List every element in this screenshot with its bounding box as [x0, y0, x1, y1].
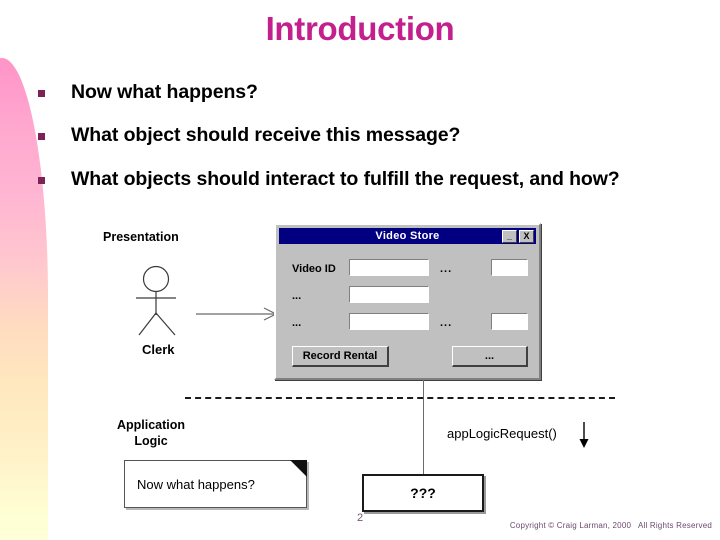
- downward-arrow-icon: [579, 422, 589, 448]
- square-bullet-icon: [38, 90, 45, 97]
- note-text: Now what happens?: [137, 477, 255, 492]
- row3-ellipsis-label: ...: [440, 317, 453, 329]
- row2-input[interactable]: [349, 286, 429, 303]
- video-id-input[interactable]: [349, 259, 429, 276]
- layer-divider-dashed-line: [185, 397, 615, 399]
- minimize-button[interactable]: _: [502, 229, 517, 243]
- row1-ellipsis-label: ...: [440, 263, 453, 275]
- window-title-bar[interactable]: Video Store _ X: [279, 228, 536, 244]
- actor-to-window-arrow-icon: [196, 307, 278, 321]
- square-bullet-icon: [38, 133, 45, 140]
- field-label-row2: ...: [292, 290, 302, 302]
- note-folded-corner-icon: [290, 460, 307, 477]
- row3-input[interactable]: [349, 313, 429, 330]
- bullet-item: What objects should interact to fulfill …: [38, 167, 698, 193]
- bullet-text: What objects should interact to fulfill …: [71, 168, 620, 190]
- actor-stick-figure-icon: [136, 265, 176, 336]
- square-bullet-icon: [38, 177, 45, 184]
- bullet-text: What object should receive this message?: [71, 124, 461, 146]
- close-button[interactable]: X: [519, 229, 534, 243]
- page-title: Introduction: [265, 10, 455, 47]
- note-box: Now what happens?: [124, 460, 307, 508]
- record-rental-button[interactable]: Record Rental: [292, 346, 389, 367]
- window-title: Video Store: [375, 230, 440, 242]
- copyright-notice: Copyright © Craig Larman, 2000 All Right…: [509, 521, 712, 530]
- page-number: 2: [356, 512, 364, 524]
- bullet-item: What object should receive this message?: [38, 123, 698, 149]
- row1-small-input[interactable]: [491, 259, 528, 276]
- field-label-row3: ...: [292, 317, 302, 329]
- bullet-text: Now what happens?: [71, 81, 258, 103]
- message-label: appLogicRequest(): [447, 426, 557, 441]
- secondary-ellipsis-button[interactable]: ...: [452, 346, 528, 367]
- window-to-unknown-connector: [423, 380, 424, 475]
- field-label-video-id: Video ID: [292, 263, 336, 275]
- presentation-layer-label: Presentation: [103, 230, 179, 244]
- actor-name-label: Clerk: [142, 342, 175, 357]
- row3-small-input[interactable]: [491, 313, 528, 330]
- bullet-item: Now what happens?: [38, 80, 698, 106]
- video-store-window[interactable]: Video Store _ X Video ID ... ... ... ...…: [274, 223, 541, 380]
- unknown-object-box: ???: [362, 474, 484, 512]
